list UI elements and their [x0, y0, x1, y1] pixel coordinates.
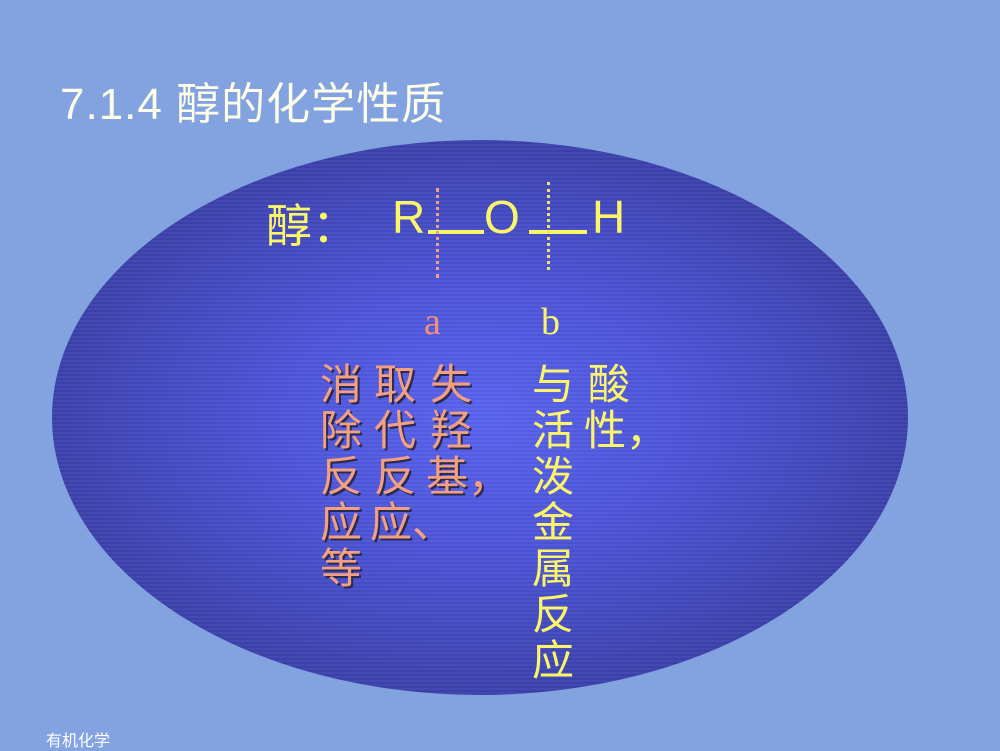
formula-prefix: 醇：: [266, 200, 358, 252]
bond-o-h: [529, 230, 587, 234]
bond-r-o: [428, 230, 484, 234]
atom-o: O: [484, 191, 520, 243]
cleavage-line-a: [436, 188, 439, 278]
footer-course-name: 有机化学: [46, 731, 111, 750]
atom-r: R: [392, 191, 426, 243]
column-a-line-2: 取代反应、: [370, 360, 455, 547]
ellipse-panel: [52, 140, 908, 695]
cleavage-label-a: a: [424, 301, 441, 343]
cleavage-label-b: b: [541, 301, 560, 343]
slide-title: 7.1.4 醇的化学性质: [60, 80, 447, 129]
cleavage-line-b: [547, 182, 550, 270]
atom-h: H: [592, 191, 626, 243]
column-b-line-1: 酸性，: [584, 360, 669, 455]
column-a-line-1: 失羟基，: [426, 360, 511, 501]
column-b-line-2: 与活泼金属反应: [531, 360, 574, 685]
column-a-line-3: 消除反应等: [319, 360, 362, 593]
